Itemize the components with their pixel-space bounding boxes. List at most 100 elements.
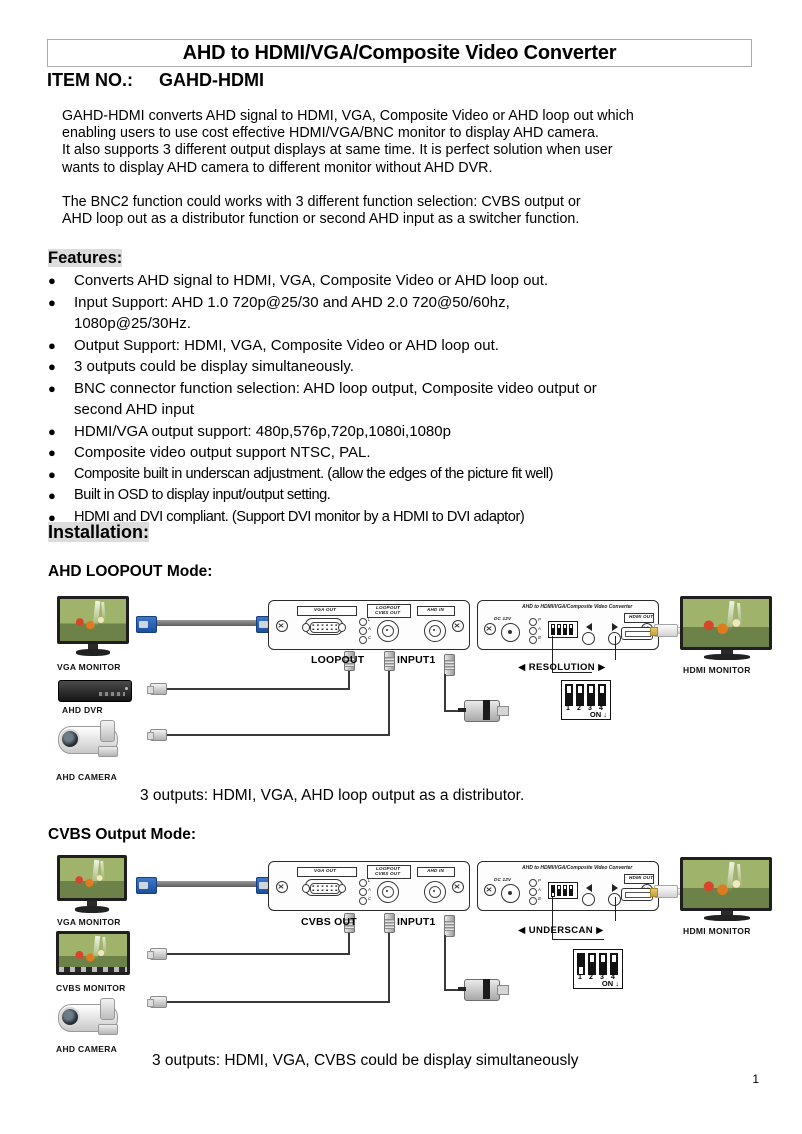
ahd-in-label: AHD IN xyxy=(427,868,445,874)
cvbs-cable xyxy=(164,953,350,955)
right-triangle-icon: ▶ xyxy=(596,925,604,936)
vga-monitor-illustration xyxy=(57,596,132,656)
bullet-icon: ● xyxy=(48,337,56,353)
dip-num-2: 2 xyxy=(577,705,581,712)
bullet-icon: ● xyxy=(48,273,56,288)
resolution-control-label: ◀ RESOLUTION ▶ xyxy=(518,662,606,673)
mode2-caption: 3 outputs: HDMI, VGA, CVBS could be disp… xyxy=(152,1052,579,1069)
dip-num-3: 3 xyxy=(588,705,592,712)
ahd-camera-label: AHD CAMERA xyxy=(56,1044,118,1054)
resolution-label-text: RESOLUTION xyxy=(528,662,596,673)
item-no-label: ITEM NO.: xyxy=(47,70,133,90)
right-button[interactable] xyxy=(608,893,621,906)
cvbs-cable-riser xyxy=(348,931,350,955)
intro-paragraphs: GAHD-HDMI converts AHD signal to HDMI, V… xyxy=(62,108,752,228)
left-arrow-icon xyxy=(586,623,592,631)
converter-front-panel: VGA OUT LOOPOUT CVBS OUT AHD IN L A C xyxy=(268,861,470,911)
ahd-in-bnc-port xyxy=(424,620,446,642)
dip-num-1: 1 xyxy=(578,974,582,981)
item-no-value: GAHD-HDMI xyxy=(159,70,264,90)
feature-text: BNC connector function selection: AHD lo… xyxy=(74,379,597,397)
led-indicator-1 xyxy=(359,618,367,626)
dc-in-label: DC 12V xyxy=(494,877,512,882)
ahd-in-label: AHD IN xyxy=(427,607,445,613)
input1-tag: INPUT1 xyxy=(397,654,436,666)
vga-connector-left xyxy=(136,616,157,633)
cvbs-monitor-label: CVBS MONITOR xyxy=(56,983,126,993)
hdmi-monitor-label: HDMI MONITOR xyxy=(683,926,751,936)
mode1-caption: 3 outputs: HDMI, VGA, AHD loop output as… xyxy=(140,787,525,804)
screw-left xyxy=(484,623,496,635)
cvbs-monitor-illustration xyxy=(56,931,134,979)
feature-text: Composite video output support NTSC, PAL… xyxy=(74,444,371,461)
underscan-control-label: ◀ UNDERSCAN ▶ xyxy=(518,925,604,936)
feature-text: Converts AHD signal to HDMI, VGA, Compos… xyxy=(74,272,549,289)
feature-text: HDMI/VGA output support: 480p,576p,720p,… xyxy=(74,422,451,440)
feature-text: HDMI and DVI compliant. (Support DVI mon… xyxy=(74,508,525,525)
feature-item: ●HDMI and DVI compliant. (Support DVI mo… xyxy=(48,507,748,529)
screw-right xyxy=(452,881,464,893)
power-adapter-illustration xyxy=(458,979,510,1001)
input1-cable xyxy=(164,1001,390,1003)
intro-line-6: AHD loop out as a distributor function o… xyxy=(62,211,580,228)
converter-brand-label: AHD to HDMI/VGA/Composite Video Converte… xyxy=(522,604,633,610)
led-label-1: L xyxy=(368,878,371,883)
led-label-2: A xyxy=(368,887,371,892)
dip-leader-horizontal xyxy=(552,939,604,940)
bullet-icon: ● xyxy=(48,466,56,482)
hdmi-out-label: HDMI OUT xyxy=(629,875,654,881)
loopout-label-1: LOOPOUT xyxy=(376,604,401,610)
converter-brand-label: AHD to HDMI/VGA/Composite Video Converte… xyxy=(522,865,633,871)
vga-out-plate xyxy=(297,606,357,616)
dip-leader-line xyxy=(552,636,553,672)
ahd-in-bnc-port xyxy=(424,881,446,903)
rear-led-label-1: P xyxy=(538,878,541,883)
power-adapter-illustration xyxy=(458,700,510,722)
led-label-3: C xyxy=(368,896,372,901)
screw-left xyxy=(276,881,288,893)
bullet-icon: ● xyxy=(48,423,56,439)
ahd-in-plate xyxy=(417,867,455,877)
right-button[interactable] xyxy=(608,632,621,645)
bnc-connector-camera xyxy=(147,729,167,741)
ahd-in-plate xyxy=(417,606,455,616)
page-number: 1 xyxy=(752,1072,759,1086)
ahd-dvr-label: AHD DVR xyxy=(62,705,103,715)
dip-switch-diagram: 1 2 3 4 ON ↓ xyxy=(561,680,611,720)
page-title-box: AHD to HDMI/VGA/Composite Video Converte… xyxy=(47,39,752,67)
vga-out-label: VGA OUT xyxy=(314,607,337,613)
features-heading-text: Features: xyxy=(48,249,123,267)
feature-item: ●Output Support: HDMI, VGA, Composite Vi… xyxy=(48,335,748,357)
loopout-plate xyxy=(367,865,411,879)
led-indicator-3 xyxy=(359,897,367,905)
rear-led-label-2: A xyxy=(538,626,541,631)
underscan-label-text: UNDERSCAN xyxy=(528,925,594,936)
psu-wire-horiz xyxy=(444,710,464,712)
left-button[interactable] xyxy=(582,632,595,645)
bullet-icon: ● xyxy=(48,488,56,503)
vga-monitor-label: VGA MONITOR xyxy=(57,662,121,672)
vga-monitor-illustration xyxy=(57,855,132,913)
bullet-icon: ● xyxy=(48,380,56,396)
dip-on-label: ON ↓ xyxy=(589,710,607,719)
rear-led-label-3: B xyxy=(538,896,541,901)
dip-switch-diagram: 1 2 3 4 ON ↓ xyxy=(573,949,623,989)
led-label-3: C xyxy=(368,635,372,640)
rear-led-label-1: P xyxy=(538,617,541,622)
loopout-label-1: LOOPOUT xyxy=(376,865,401,871)
dc-barrel-plug xyxy=(444,915,455,937)
left-button[interactable] xyxy=(582,893,595,906)
vga-cable xyxy=(152,881,262,887)
dip-leader-line xyxy=(552,897,553,939)
features-list: ● Converts AHD signal to HDMI, VGA, Compo… xyxy=(48,270,748,528)
intro-line-1: GAHD-HDMI converts AHD signal to HDMI, V… xyxy=(62,108,634,124)
dip-num-1: 1 xyxy=(566,705,570,712)
installation-heading-text: Installation: xyxy=(48,522,150,542)
feature-text: Composite built in underscan adjustment.… xyxy=(74,465,554,482)
rear-led-label-3: B xyxy=(538,635,541,640)
vga-connector-left xyxy=(136,877,157,894)
cvbs-out-tag: CVBS OUT xyxy=(301,916,357,928)
onboard-dip-switch xyxy=(548,882,578,899)
rear-led-2 xyxy=(529,888,537,896)
